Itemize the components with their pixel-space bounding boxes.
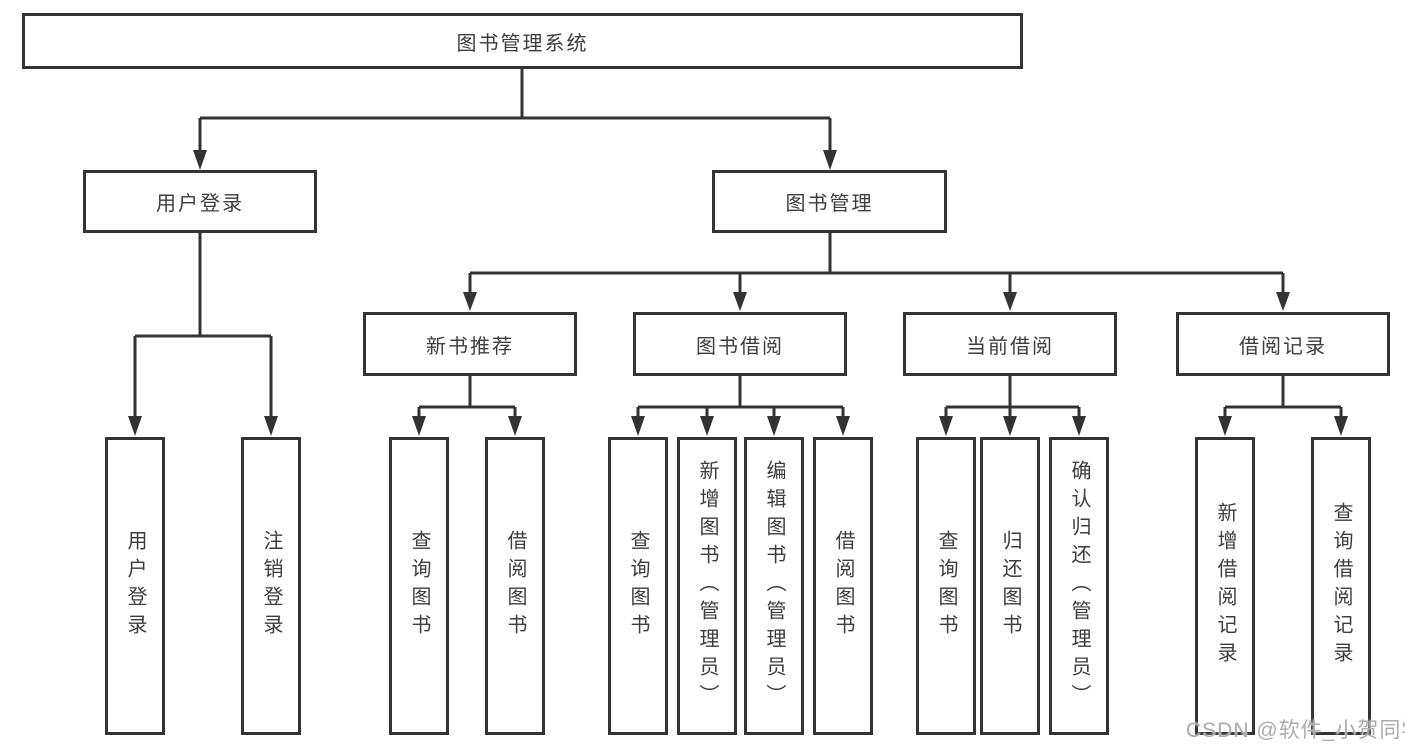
leaf-query-borrow-record: 查询借阅记录 — [1311, 437, 1371, 735]
leaf-user-login: 用户登录 — [105, 437, 165, 735]
leaf-label: 查询图书 — [935, 530, 957, 642]
arrowhead-icon — [508, 416, 522, 436]
arrowhead-icon — [700, 416, 714, 436]
leaf-label: 借阅图书 — [504, 530, 526, 642]
arrowhead-icon — [128, 416, 142, 436]
arrowhead-icon — [1072, 416, 1086, 436]
arrowhead-icon — [631, 416, 645, 436]
arrowhead-icon — [1276, 292, 1290, 311]
node-book-borrow: 图书借阅 — [633, 312, 847, 376]
arrowhead-icon — [1334, 416, 1348, 436]
arrowhead-icon — [1003, 416, 1017, 436]
connector-current-borrow-to-leaves — [939, 376, 1086, 436]
node-label: 当前借阅 — [966, 335, 1054, 358]
arrowhead-icon — [463, 292, 477, 311]
connector-new-book-to-leaves — [412, 376, 522, 436]
leaf-confirm-return-admin: 确认归还（管理员） — [1049, 437, 1109, 735]
leaf-label: 查询图书 — [627, 530, 649, 642]
connector-line — [198, 68, 832, 152]
connector-line — [1223, 376, 1343, 418]
leaf-label: 归还图书 — [999, 530, 1021, 642]
leaf-query-books: 查询图书 — [608, 437, 668, 735]
node-label: 图书借阅 — [696, 335, 784, 358]
node-root-library-system: 图书管理系统 — [22, 13, 1023, 69]
leaf-add-books-admin: 新增图书（管理员） — [677, 437, 737, 735]
arrowhead-icon — [1218, 416, 1232, 436]
leaf-label: 借阅图书 — [832, 530, 854, 642]
leaf-label: 用户登录 — [124, 530, 146, 642]
connector-line — [417, 376, 517, 418]
leaf-query-books: 查询图书 — [389, 437, 449, 735]
leaf-label: 查询图书 — [408, 530, 430, 642]
node-label: 图书管理系统 — [456, 32, 589, 55]
node-current-borrow: 当前借阅 — [903, 312, 1117, 376]
node-new-book-recommend: 新书推荐 — [363, 312, 577, 376]
leaf-return-books: 归还图书 — [980, 437, 1040, 735]
arrowhead-icon — [836, 416, 850, 436]
leaf-label: 新增借阅记录 — [1214, 502, 1236, 670]
leaf-label: 查询借阅记录 — [1330, 502, 1352, 670]
leaf-query-books: 查询图书 — [916, 437, 976, 735]
arrowhead-icon — [412, 416, 426, 436]
leaf-label: 注销登录 — [260, 530, 282, 642]
leaf-label: 确认归还（管理员） — [1068, 460, 1090, 712]
node-label: 图书管理 — [785, 193, 874, 215]
leaf-borrow-books: 借阅图书 — [813, 437, 873, 735]
connector-line — [636, 376, 845, 418]
connector-line — [468, 233, 1285, 294]
connector-user-login-to-leaves — [128, 233, 278, 436]
leaf-add-borrow-record: 新增借阅记录 — [1195, 437, 1255, 735]
connector-line — [944, 376, 1081, 418]
arrowhead-icon — [733, 292, 747, 311]
node-label: 用户登录 — [156, 193, 244, 215]
csdn-watermark: CSDN @软件_小贺同学 — [1186, 719, 1405, 742]
leaf-label: 新增图书（管理员） — [696, 460, 718, 712]
node-label: 新书推荐 — [426, 335, 514, 358]
arrowhead-icon — [823, 150, 837, 170]
arrowhead-icon — [767, 416, 781, 436]
leaf-borrow-books: 借阅图书 — [485, 437, 545, 735]
arrowhead-icon — [1003, 292, 1017, 311]
connector-root-to-level2 — [193, 68, 837, 170]
leaf-edit-books-admin: 编辑图书（管理员） — [744, 437, 804, 735]
arrowhead-icon — [264, 416, 278, 436]
leaf-label: 编辑图书（管理员） — [763, 460, 785, 712]
arrowhead-icon — [193, 150, 207, 170]
leaf-logout: 注销登录 — [241, 437, 301, 735]
connector-borrow-record-to-leaves — [1218, 376, 1348, 436]
connector-book-borrow-to-leaves — [631, 376, 850, 436]
connector-line — [133, 233, 273, 418]
node-book-management: 图书管理 — [712, 170, 947, 233]
node-label: 借阅记录 — [1239, 335, 1327, 358]
node-user-login: 用户登录 — [83, 170, 317, 233]
arrowhead-icon — [939, 416, 953, 436]
connector-book-mgmt-to-level3 — [463, 233, 1290, 311]
node-borrow-records: 借阅记录 — [1176, 312, 1390, 376]
